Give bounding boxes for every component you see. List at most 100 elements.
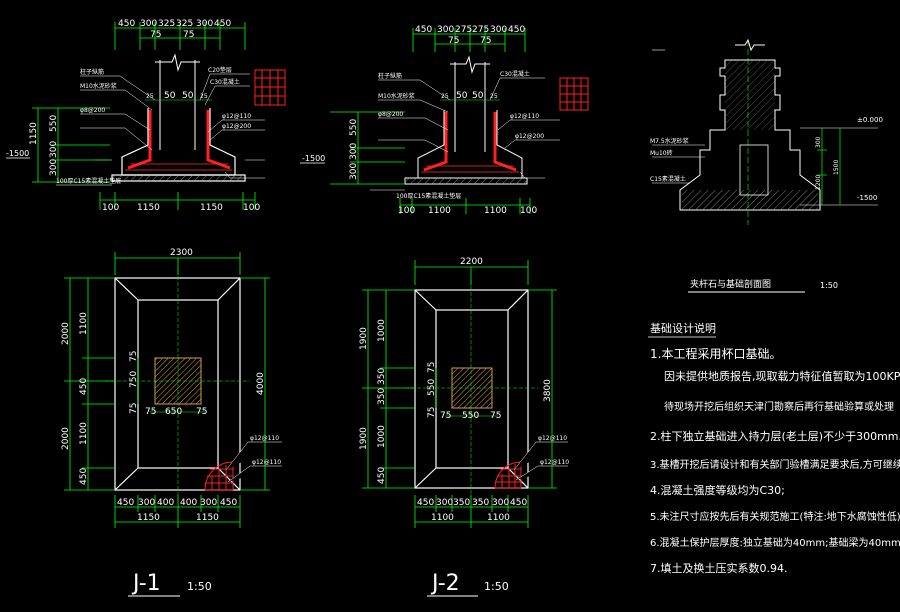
dim-label: 300 [436, 498, 453, 508]
dim-label: 1100 [79, 312, 89, 335]
dim-label: 300 [49, 159, 59, 176]
dim-label: 1200 [815, 175, 822, 190]
rebar-label: φ12@110 [540, 459, 569, 466]
dim-label: 300 [138, 498, 155, 508]
dim-label: 2200 [460, 257, 483, 267]
dim-label: 450 [79, 468, 89, 485]
j2-section: 450 300 275 275 300 450 75 75 25 50 50 2… [300, 25, 589, 216]
dim-label: 400 [157, 498, 174, 508]
level-label: -1500 [6, 149, 29, 158]
j1-plan: 2300 φ12@110 φ12@110 [61, 248, 282, 597]
dim-label: 1000 [377, 425, 387, 448]
rebar-label: φ12@110 [538, 435, 567, 442]
dim-label: 100 [243, 203, 260, 213]
dim-label: 1000 [377, 319, 387, 342]
callout-label: φ12@200 [515, 133, 544, 140]
callout-label: φ8@200 [378, 111, 403, 118]
callout-label: Mu10砖 [650, 149, 673, 157]
dim-label: 350 [377, 388, 387, 405]
notes-heading: 基础设计说明 [650, 321, 716, 335]
dim-label: 1100 [484, 206, 507, 216]
dim-label: 1150 [29, 122, 39, 145]
dim-label: 100 [398, 206, 415, 216]
dim-label: 1900 [359, 427, 369, 450]
callout-label: C30混凝土 [210, 78, 240, 86]
dim-label: 75 [490, 411, 501, 421]
callout-label: C20垫层 [208, 66, 232, 74]
dim-label: 300 [349, 163, 359, 180]
dim-label: 1150 [200, 203, 223, 213]
dim-label: 350 [453, 498, 470, 508]
dim-label: 75 [480, 36, 491, 46]
dim-label: 100 [102, 203, 119, 213]
drawing-title: J-1 [131, 571, 161, 596]
note-item: 4.混凝土强度等级均为C30; [650, 483, 785, 497]
dim-label: 325 [176, 19, 193, 29]
dim-label: 2300 [170, 248, 193, 258]
callout-label: φ8@200 [80, 107, 105, 114]
rebar-mesh-icon [254, 69, 286, 106]
drawing-scale: 1:50 [484, 580, 509, 593]
dim-label: 1100 [431, 513, 454, 523]
dim-label: 1150 [137, 513, 160, 523]
dim-label: 450 [117, 498, 134, 508]
dim-label: 1150 [196, 513, 219, 523]
design-notes: 基础设计说明 1.本工程采用杯口基础。 因未提供地质报告,现取载力特征值暂取为1… [648, 321, 900, 575]
dim-label: 300 [815, 136, 822, 148]
dim-label: 75 [440, 411, 451, 421]
dim-label: 25 [200, 93, 208, 100]
dim-label: 1900 [359, 327, 369, 350]
dim-label: 75 [427, 362, 437, 373]
level-label: -1500 [302, 154, 325, 163]
dim-label: 450 [214, 19, 231, 29]
detail-scale: 1:50 [820, 281, 838, 290]
callout-label: φ12@110 [510, 113, 539, 120]
dim-label: 4000 [256, 372, 266, 395]
dim-label: 1150 [137, 203, 160, 213]
dim-label: 75 [448, 36, 459, 46]
dim-label: 450 [79, 378, 89, 395]
dim-label: 50 [472, 91, 484, 101]
drawing-scale: 1:50 [187, 580, 212, 593]
dim-label: 100 [520, 206, 537, 216]
dim-label: 1100 [79, 422, 89, 445]
dim-label: 300 [200, 498, 217, 508]
dim-label: 450 [417, 498, 434, 508]
dim-label: 300 [492, 498, 509, 508]
note-item: 2.柱下独立基础进入持力层(老土层)不少于300mm. [650, 429, 900, 443]
dim-label: 75 [196, 407, 207, 417]
callout-label: φ12@110 [222, 113, 251, 120]
dim-label: 400 [180, 498, 197, 508]
dim-label: 50 [164, 91, 176, 101]
dim-label: 50 [182, 91, 194, 101]
callout-label: C15素混凝土 [650, 175, 686, 183]
rebar-label: φ12@110 [252, 459, 281, 466]
dim-label: 1500 [833, 160, 840, 175]
dim-label: 25 [490, 93, 498, 100]
rebar-mesh-icon [559, 77, 589, 111]
note-item: 5.未注尺寸应按先后有关规范施工(特注:地下水腐蚀性低) [650, 510, 900, 523]
callout-label: 柱子纵筋 [378, 72, 402, 80]
dim-label: 650 [165, 407, 182, 417]
dim-label: 550 [349, 119, 359, 136]
level-label: -1500 [857, 194, 877, 202]
dim-label: 750 [129, 371, 139, 388]
callout-label: M10水泥砂浆 [378, 92, 415, 100]
dim-label: 275 [472, 25, 489, 35]
note-item: 因未提供地质报告,现取载力特征值暂取为100KPa. [664, 369, 900, 383]
dim-label: 450 [220, 498, 237, 508]
callout-label: 100厚C15素混凝土垫层 [56, 177, 121, 185]
callout-label: φ12@200 [222, 123, 251, 130]
note-item: 3.基槽开挖后请设计和有关部门验槽满足要求后,方可继续施工 [650, 458, 900, 471]
dim-label: 350 [472, 498, 489, 508]
dim-label: 75 [145, 407, 156, 417]
dim-label: 350 [377, 368, 387, 385]
dim-label: 325 [158, 19, 175, 29]
note-item: 待现场开挖后组织天津门勘察后再行基础验算或处理 [664, 400, 894, 413]
level-label: ±0.000 [857, 116, 883, 124]
dim-label: 300 [349, 143, 359, 160]
dim-label: 75 [150, 30, 161, 40]
dim-label: 300 [490, 25, 507, 35]
dim-label: 550 [462, 411, 479, 421]
dim-label: 550 [49, 115, 59, 132]
